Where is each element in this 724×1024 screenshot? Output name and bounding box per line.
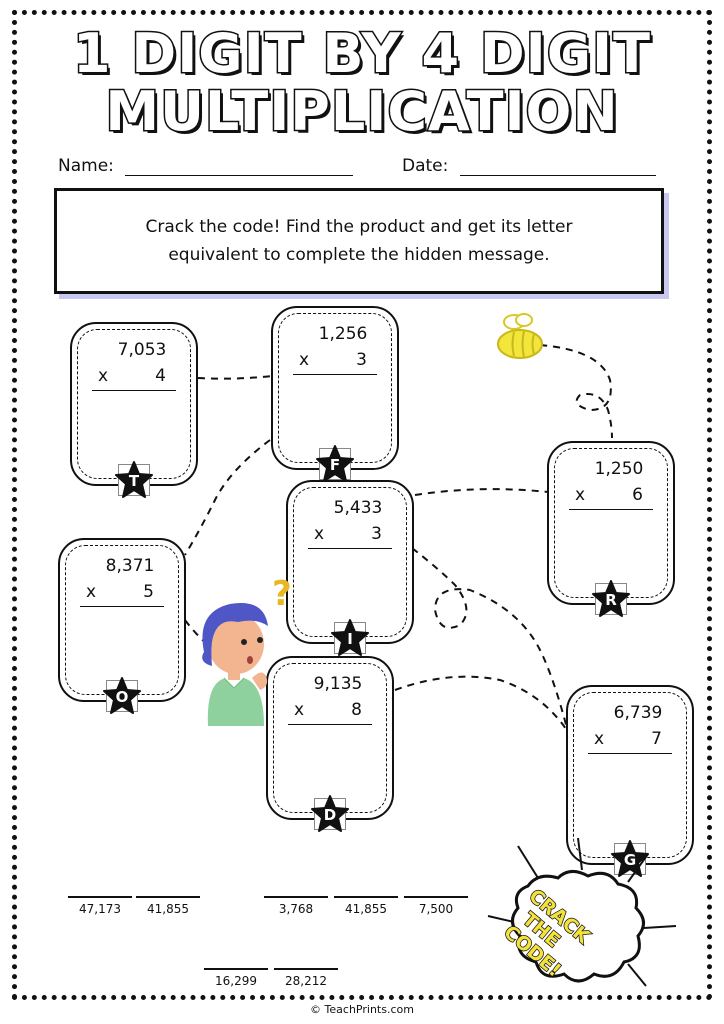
problem-card-g: 6,739 x 7 G	[566, 685, 694, 877]
title-line-2: MULTIPLICATION	[104, 79, 619, 145]
name-line[interactable]	[125, 159, 354, 176]
path-i-g	[411, 547, 571, 741]
card-i-x: x	[314, 524, 325, 544]
answer-blank-5: 7,500	[404, 896, 468, 916]
problem-card-i: 5,433 x 3 I	[286, 480, 414, 656]
problem-card-o: 8,371 x 5 O	[58, 538, 186, 714]
card-g-x: x	[594, 729, 605, 749]
footer-credit: © TeachPrints.com	[310, 1003, 414, 1016]
instructions-line-1: Crack the code! Find the product and get…	[145, 217, 573, 237]
star-g-icon: G	[610, 839, 650, 879]
card-o-top: 8,371	[105, 556, 155, 576]
path-i-r	[414, 488, 549, 496]
star-d-letter: D	[323, 806, 337, 824]
answer-blank-3: 3,768	[264, 896, 328, 916]
star-r-letter: R	[605, 591, 617, 609]
answer-blank-1: 47,173	[68, 896, 132, 916]
date-line[interactable]	[459, 159, 656, 176]
card-t-top: 7,053	[117, 340, 167, 360]
star-f-icon: F	[315, 444, 355, 484]
date-label: Date:	[402, 156, 449, 176]
star-g-letter: G	[623, 851, 637, 869]
card-o-x: x	[86, 582, 97, 602]
card-d-x: x	[294, 700, 305, 720]
path-t-f	[197, 375, 273, 380]
title-line-1: 1 DIGIT BY 4 DIGIT	[72, 21, 652, 87]
star-r-icon: R	[591, 579, 631, 619]
star-o-letter: O	[115, 688, 129, 706]
date-field[interactable]: Date:	[402, 156, 656, 176]
girl-thinking-icon	[202, 602, 268, 726]
card-t-multiplier: 4	[155, 366, 166, 386]
path-f-o	[184, 439, 271, 556]
card-d-top: 9,135	[313, 674, 363, 694]
card-t-x: x	[98, 366, 109, 386]
answer-blank-7: 28,212	[274, 968, 338, 988]
card-g-multiplier: 7	[651, 729, 662, 749]
star-d-icon: D	[310, 794, 350, 834]
dotted-border	[12, 10, 712, 1000]
card-f-top: 1,256	[318, 324, 368, 344]
star-t-letter: T	[128, 472, 140, 490]
name-field[interactable]: Name:	[58, 156, 354, 176]
answer-blank-2: 41,855	[136, 896, 200, 916]
card-g-top: 6,739	[613, 703, 663, 723]
card-f-x: x	[299, 350, 310, 370]
star-o-icon: O	[102, 676, 142, 716]
card-o-multiplier: 5	[143, 582, 154, 602]
problem-card-r: 1,250 x 6 R	[547, 441, 675, 617]
path-d-g	[394, 675, 571, 736]
card-r-x: x	[575, 485, 586, 505]
card-i-multiplier: 3	[371, 524, 382, 544]
question-mark-icon: ?	[272, 574, 292, 614]
crack-the-code-badge-icon	[487, 837, 677, 987]
star-i-icon: I	[330, 618, 370, 658]
bee-icon	[497, 313, 543, 359]
star-t-icon: T	[114, 460, 154, 500]
answer-blank-4: 41,855	[334, 896, 398, 916]
card-r-multiplier: 6	[632, 485, 643, 505]
instructions-box: Crack the code! Find the product and get…	[54, 188, 664, 294]
problem-card-f: 1,256 x 3 F	[271, 306, 399, 482]
instructions-line-2: equivalent to complete the hidden messag…	[168, 245, 550, 265]
card-i-top: 5,433	[333, 498, 383, 518]
card-r-top: 1,250	[594, 459, 644, 479]
problem-card-d: 9,135 x 8 D	[266, 656, 394, 832]
problem-card-t: 7,053 x 4 T	[70, 322, 198, 498]
path-bee-r	[539, 344, 613, 439]
star-f-letter: F	[329, 456, 341, 474]
name-label: Name:	[58, 156, 114, 176]
star-i-letter: I	[347, 630, 353, 648]
card-f-multiplier: 3	[356, 350, 367, 370]
card-d-multiplier: 8	[351, 700, 362, 720]
answer-blank-6: 16,299	[204, 968, 268, 988]
